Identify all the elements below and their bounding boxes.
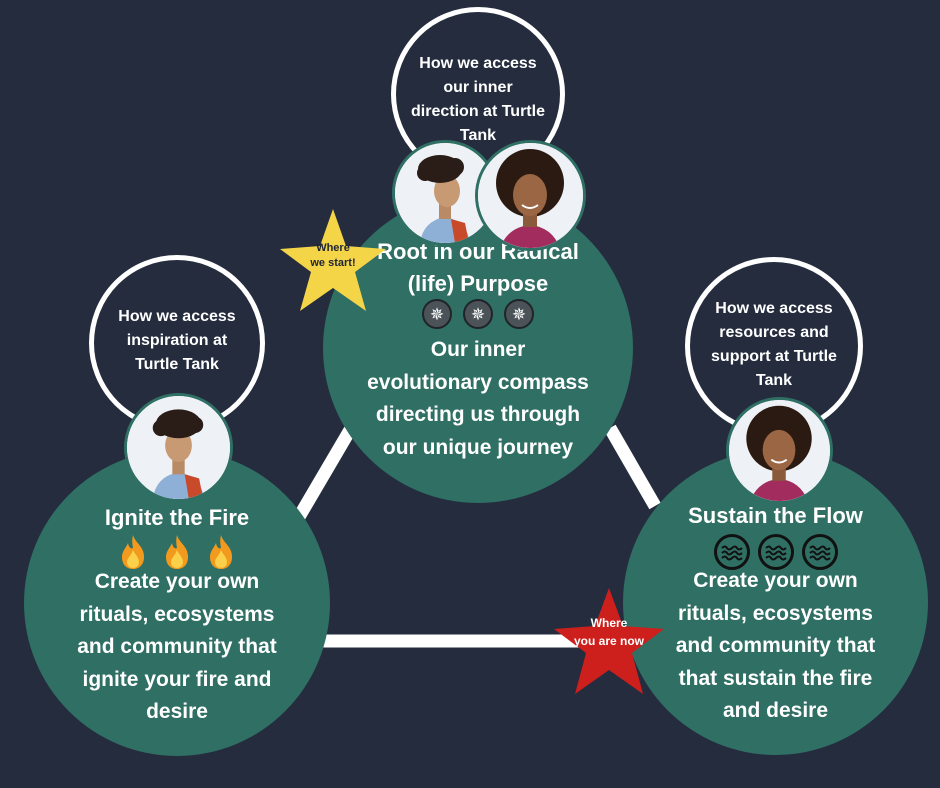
- bubble-line: inspiration at: [126, 332, 228, 349]
- desc-line: Create your own: [94, 570, 260, 593]
- fire-icon-row: [24, 534, 330, 570]
- connector-top-left: [290, 426, 356, 526]
- avatar-woman: [475, 140, 586, 251]
- bubble-line: our inner: [443, 79, 513, 96]
- avatar-man: [124, 393, 233, 502]
- bubble-line: direction at Turtle: [411, 103, 545, 120]
- title-line: (life) Purpose: [407, 271, 549, 296]
- star-label-line: you are now: [573, 634, 644, 648]
- compass-icon: ✵: [504, 299, 534, 329]
- compass-icon: ✵: [463, 299, 493, 329]
- desc-line: evolutionary compass: [367, 370, 589, 394]
- desc-line: Create your own: [693, 569, 858, 592]
- water-wave-icon: [713, 534, 750, 570]
- sustain-flow-title: Sustain the Flow: [688, 503, 863, 528]
- bubble-line: Tank: [459, 127, 497, 144]
- bubble-line: Tank: [755, 372, 793, 389]
- bubble-line: Turtle Tank: [135, 356, 219, 373]
- star-label: Where you are now: [552, 614, 666, 650]
- star-label: Where we start!: [278, 241, 388, 271]
- ignite-fire-title: Ignite the Fire: [104, 505, 250, 530]
- bubble-line: How we access: [715, 300, 833, 317]
- desc-line: desire: [146, 700, 208, 723]
- desc-line: Our inner: [430, 338, 526, 361]
- water-wave-icon: [801, 534, 838, 570]
- root-purpose-description: Our inner evolutionary compass directing…: [323, 334, 633, 464]
- sustain-flow-description: Create your own rituals, ecosystems and …: [623, 565, 928, 728]
- desc-line: rituals, ecosystems: [79, 602, 275, 626]
- desc-line: that sustain the fire: [678, 666, 873, 690]
- star-label-line: we start!: [310, 257, 356, 269]
- water-wave-icon-row: [623, 534, 928, 570]
- connector-top-right: [604, 424, 661, 510]
- avatar-man: [392, 140, 498, 246]
- bubble-line: resources and: [719, 324, 829, 341]
- ignite-fire-description: Create your own rituals, ecosystems and …: [24, 566, 330, 729]
- desc-line: directing us through: [375, 403, 581, 426]
- fire-icon: [210, 535, 232, 569]
- bubble-line: How we access: [118, 308, 236, 325]
- compass-icon-row: ✵ ✵ ✵: [323, 299, 633, 329]
- bubble-line: support at Turtle: [711, 348, 837, 365]
- star-label-line: Where: [316, 242, 350, 254]
- desc-line: our unique journey: [382, 435, 574, 459]
- desc-line: ignite your fire and: [82, 667, 272, 691]
- star-label-line: Where: [590, 616, 628, 630]
- desc-line: and community that: [675, 634, 876, 657]
- fire-icon: [122, 535, 144, 569]
- star-shape: [280, 209, 386, 311]
- desc-line: and desire: [722, 699, 829, 722]
- star-shape: [554, 588, 664, 694]
- root-purpose-title: Root in our Radical (life) Purpose: [323, 236, 633, 300]
- where-we-start-star: Where we start!: [278, 205, 388, 315]
- root-purpose-disc: Root in our Radical (life) Purpose ✵ ✵ ✵…: [323, 193, 633, 503]
- bubble-line: How we access: [419, 55, 537, 72]
- avatar-woman: [726, 397, 833, 504]
- where-you-are-now-star: Where you are now: [552, 584, 666, 698]
- desc-line: rituals, ecosystems: [678, 601, 873, 625]
- fire-icon: [166, 535, 188, 569]
- water-wave-icon: [757, 534, 794, 570]
- compass-icon: ✵: [422, 299, 452, 329]
- desc-line: and community that: [77, 635, 277, 658]
